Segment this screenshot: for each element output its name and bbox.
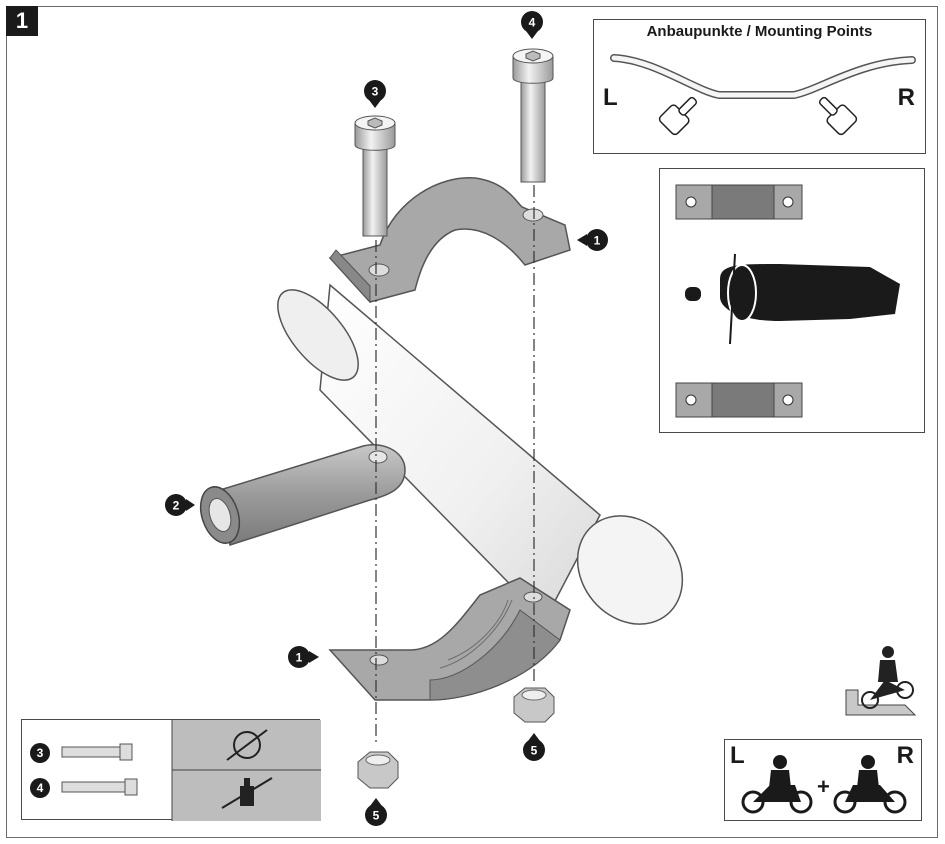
bolt-long — [512, 48, 554, 183]
clamp-side-view-icon — [685, 253, 900, 345]
callout-clamp-lower — [288, 646, 319, 668]
callout-bolt-short — [364, 80, 386, 108]
legend-num-3-text: 3 — [37, 746, 44, 760]
handlebar-tube — [277, 283, 684, 625]
rider-pictograms — [741, 755, 907, 814]
assembly-axes — [375, 185, 535, 745]
screw-legend-illustration: 3 4 — [30, 720, 321, 821]
mounting-left-label: L — [603, 84, 618, 111]
mounting-points-title: Anbaupunkte / Mounting Points — [646, 23, 873, 40]
callout-nut-right-num: 5 — [531, 744, 538, 758]
pointing-hand-right-icon — [818, 96, 858, 136]
bolt-short — [354, 115, 396, 237]
legend-num-4 — [30, 778, 50, 798]
clamp-top-view-upper — [675, 184, 803, 220]
callout-bolt-short-num: 3 — [372, 85, 379, 99]
callout-nut-right — [523, 733, 545, 761]
callout-extension — [165, 494, 195, 516]
rider-right-label: R — [896, 742, 914, 769]
extension-tube — [199, 444, 406, 546]
clamp-top-view-lower — [675, 382, 803, 418]
rider-plus-sign: + — [817, 774, 830, 799]
callout-nut-left-num: 5 — [373, 809, 380, 823]
callout-clamp-upper — [577, 229, 608, 251]
rider-left-icon — [741, 755, 813, 814]
legend-num-4-text: 4 — [37, 781, 44, 795]
step-number: 1 — [6, 6, 38, 36]
callout-bolt-long — [521, 11, 543, 39]
mounting-points-panel: Anbaupunkte / Mounting Points L R — [593, 19, 926, 154]
mounting-right-label: R — [897, 84, 915, 111]
legend-bolt-4-icon — [61, 778, 138, 796]
legend-bolt-3-icon — [61, 743, 133, 761]
rider-right-icon — [833, 755, 907, 814]
no-torque-icon — [226, 729, 268, 761]
nut-right — [513, 687, 555, 723]
rider-ramp-icon — [845, 646, 917, 716]
rider-left-label: L — [730, 742, 745, 769]
rider-sides-panel: L R + — [724, 739, 922, 821]
callout-nut-left — [365, 798, 387, 826]
no-threadlock-icon — [221, 777, 273, 809]
callout-clamp-lower-num: 1 — [296, 651, 303, 665]
legend-num-3 — [30, 743, 50, 763]
handlebar-outline-icon — [610, 54, 916, 136]
callout-clamp-upper-num: 1 — [594, 234, 601, 248]
clamp-upper — [328, 177, 571, 304]
callout-extension-num: 2 — [173, 499, 180, 513]
callout-bolt-long-num: 4 — [529, 16, 536, 30]
nut-left — [357, 751, 399, 789]
diagram-frame — [6, 6, 938, 838]
clamp-lower — [328, 577, 571, 701]
pointing-hand-left-icon — [658, 96, 698, 136]
screw-legend-panel: 3 4 — [21, 719, 321, 821]
clamp-orientation-illustration — [675, 184, 900, 418]
clamp-orientation-panel — [659, 168, 925, 433]
